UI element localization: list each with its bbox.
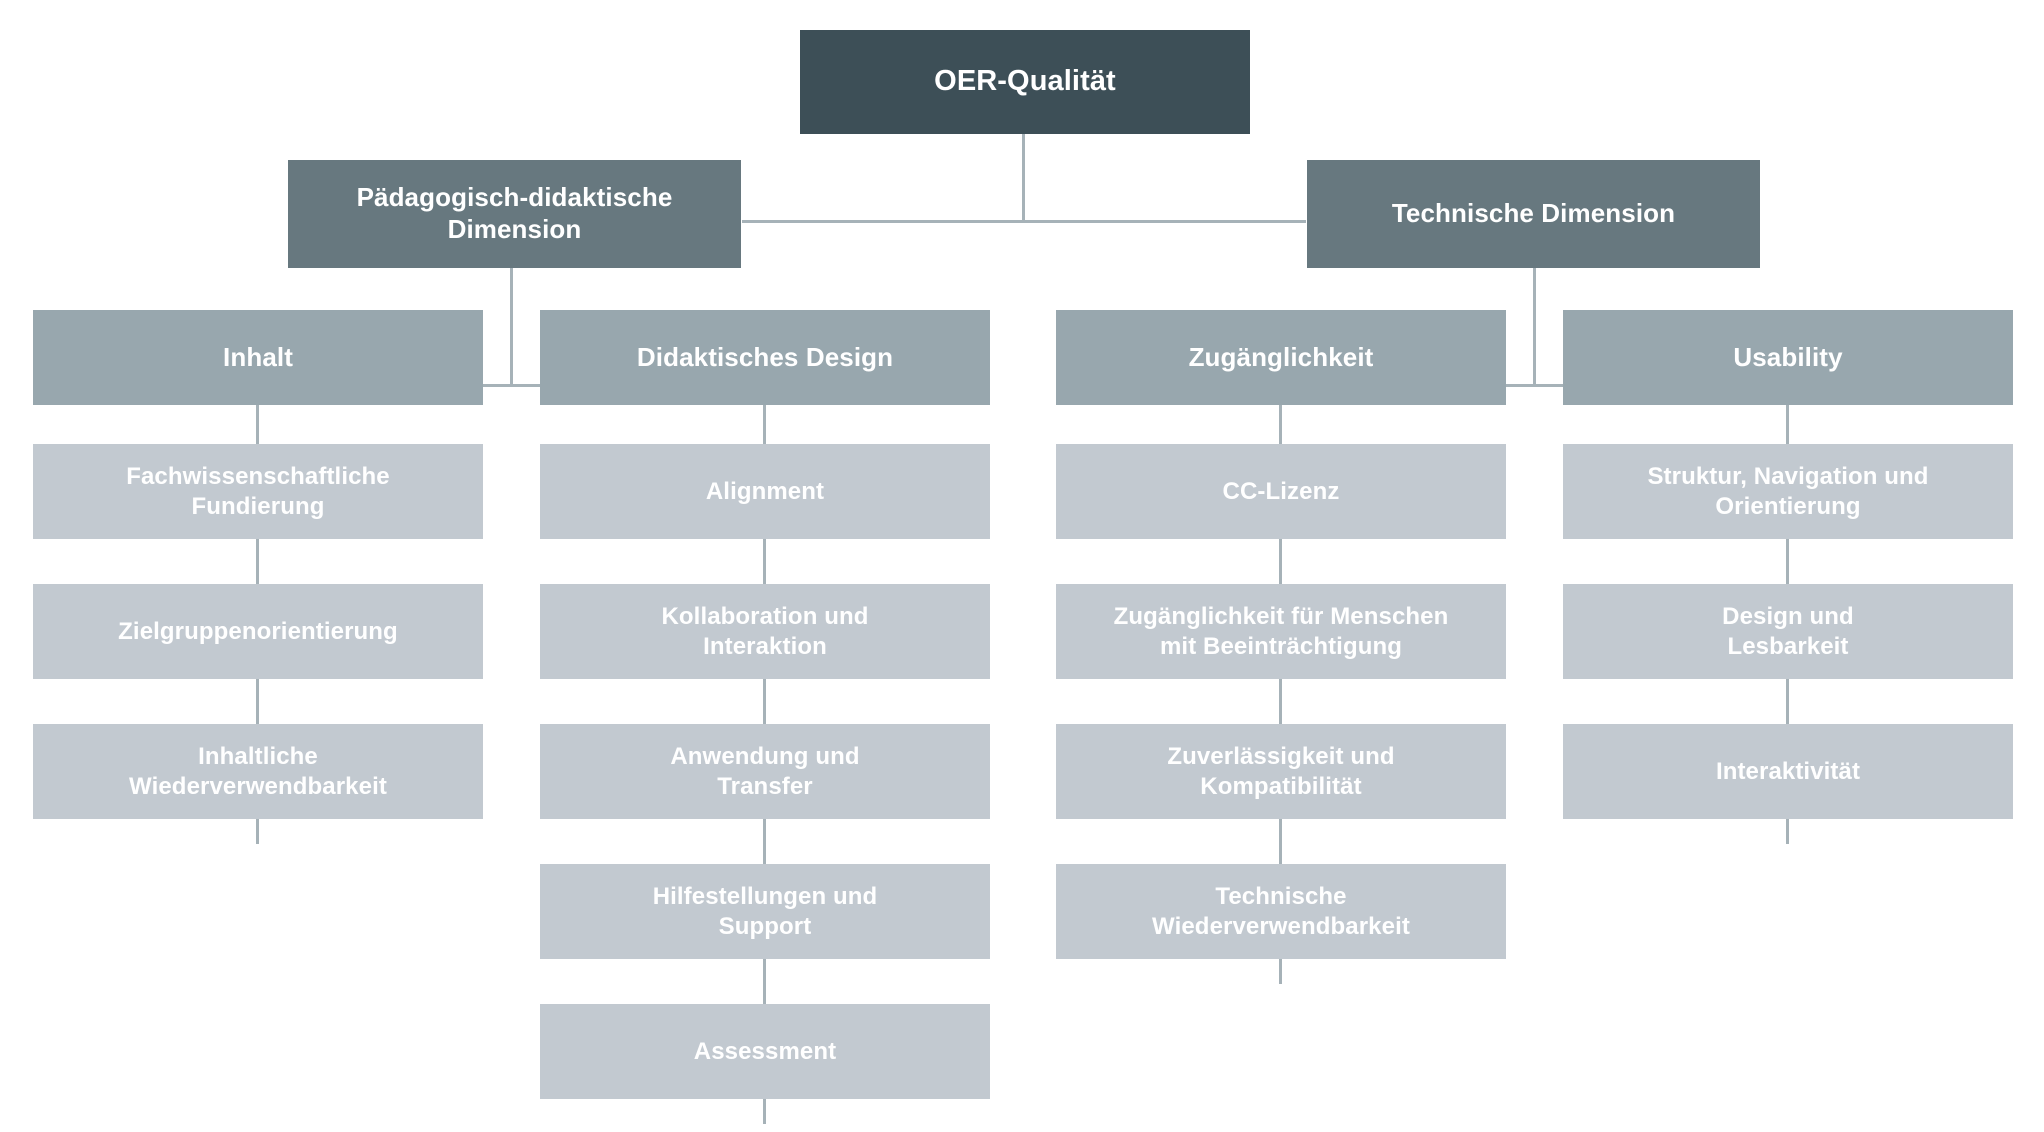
leaf-technische-wiederverwendbarkeit[interactable]: Technische Wiederverwendbarkeit <box>1056 864 1506 959</box>
leaf-alignment[interactable]: Alignment <box>540 444 990 539</box>
leaf-interaktivitaet[interactable]: Interaktivität <box>1563 724 2013 819</box>
leaf-kollaboration-und-interaktion[interactable]: Kollaboration und Interaktion <box>540 584 990 679</box>
leaf-fachwissenschaftliche-fundierung[interactable]: Fachwissenschaftliche Fundierung <box>33 444 483 539</box>
connector-dimension-bus <box>742 220 1306 223</box>
node-didaktisches-design[interactable]: Didaktisches Design <box>540 310 990 405</box>
node-label: Alignment <box>705 477 825 505</box>
node-label: Zugänglichkeit für Menschen mit Beeinträ… <box>1113 603 1449 660</box>
node-label: Inhalt <box>223 341 293 372</box>
node-label: CC-Lizenz <box>1222 477 1340 505</box>
node-label: Didaktisches Design <box>636 341 894 372</box>
node-label: Zuverlässigkeit und Kompatibilität <box>1167 743 1395 800</box>
node-label: OER-Qualität <box>934 65 1116 98</box>
node-label: Usability <box>1733 341 1843 372</box>
connector-right-dimension-stem <box>1533 268 1536 386</box>
connector-right-category-bus <box>1506 384 1563 387</box>
node-label: Hilfestellungen und Support <box>652 883 878 940</box>
node-usability[interactable]: Usability <box>1563 310 2013 405</box>
node-label: Design und Lesbarkeit <box>1722 603 1854 660</box>
leaf-anwendung-und-transfer[interactable]: Anwendung und Transfer <box>540 724 990 819</box>
node-label: Technische Dimension <box>1391 198 1676 229</box>
node-technische-dimension[interactable]: Technische Dimension <box>1307 160 1760 268</box>
node-label: Kollaboration und Interaktion <box>661 603 869 660</box>
node-label: Anwendung und Transfer <box>670 743 860 800</box>
node-label: Struktur, Navigation und Orientierung <box>1647 463 1929 520</box>
leaf-zugaenglichkeit-fuer-menschen-mit-beeintraechtigung[interactable]: Zugänglichkeit für Menschen mit Beeinträ… <box>1056 584 1506 679</box>
node-label: Zielgruppenorientierung <box>118 617 398 645</box>
leaf-assessment[interactable]: Assessment <box>540 1004 990 1099</box>
leaf-zielgruppenorientierung[interactable]: Zielgruppenorientierung <box>33 584 483 679</box>
leaf-zuverlaessigkeit-und-kompatibilitaet[interactable]: Zuverlässigkeit und Kompatibilität <box>1056 724 1506 819</box>
node-paedagogisch-didaktische-dimension[interactable]: Pädagogisch-didaktische Dimension <box>288 160 741 268</box>
connector-left-dimension-stem <box>510 268 513 386</box>
connector-column-zugaenglichkeit <box>1279 404 1282 984</box>
node-label: Fachwissenschaftliche Fundierung <box>126 463 390 520</box>
node-label: Technische Wiederverwendbarkeit <box>1152 883 1410 940</box>
leaf-hilfestellungen-und-support[interactable]: Hilfestellungen und Support <box>540 864 990 959</box>
node-label: Assessment <box>693 1037 837 1065</box>
node-zugaenglichkeit[interactable]: Zugänglichkeit <box>1056 310 1506 405</box>
leaf-design-und-lesbarkeit[interactable]: Design und Lesbarkeit <box>1563 584 2013 679</box>
node-label: Zugänglichkeit <box>1188 341 1374 372</box>
node-label: Interaktivität <box>1715 757 1861 785</box>
node-oer-qualitaet[interactable]: OER-Qualität <box>800 30 1250 134</box>
leaf-inhaltliche-wiederverwendbarkeit[interactable]: Inhaltliche Wiederverwendbarkeit <box>33 724 483 819</box>
connector-root-stem <box>1022 133 1025 221</box>
node-label: Pädagogisch-didaktische Dimension <box>356 182 673 244</box>
leaf-struktur-navigation-und-orientierung[interactable]: Struktur, Navigation und Orientierung <box>1563 444 2013 539</box>
node-inhalt[interactable]: Inhalt <box>33 310 483 405</box>
node-label: Inhaltliche Wiederverwendbarkeit <box>129 743 387 800</box>
leaf-cc-lizenz[interactable]: CC-Lizenz <box>1056 444 1506 539</box>
connector-left-category-bus <box>483 384 540 387</box>
